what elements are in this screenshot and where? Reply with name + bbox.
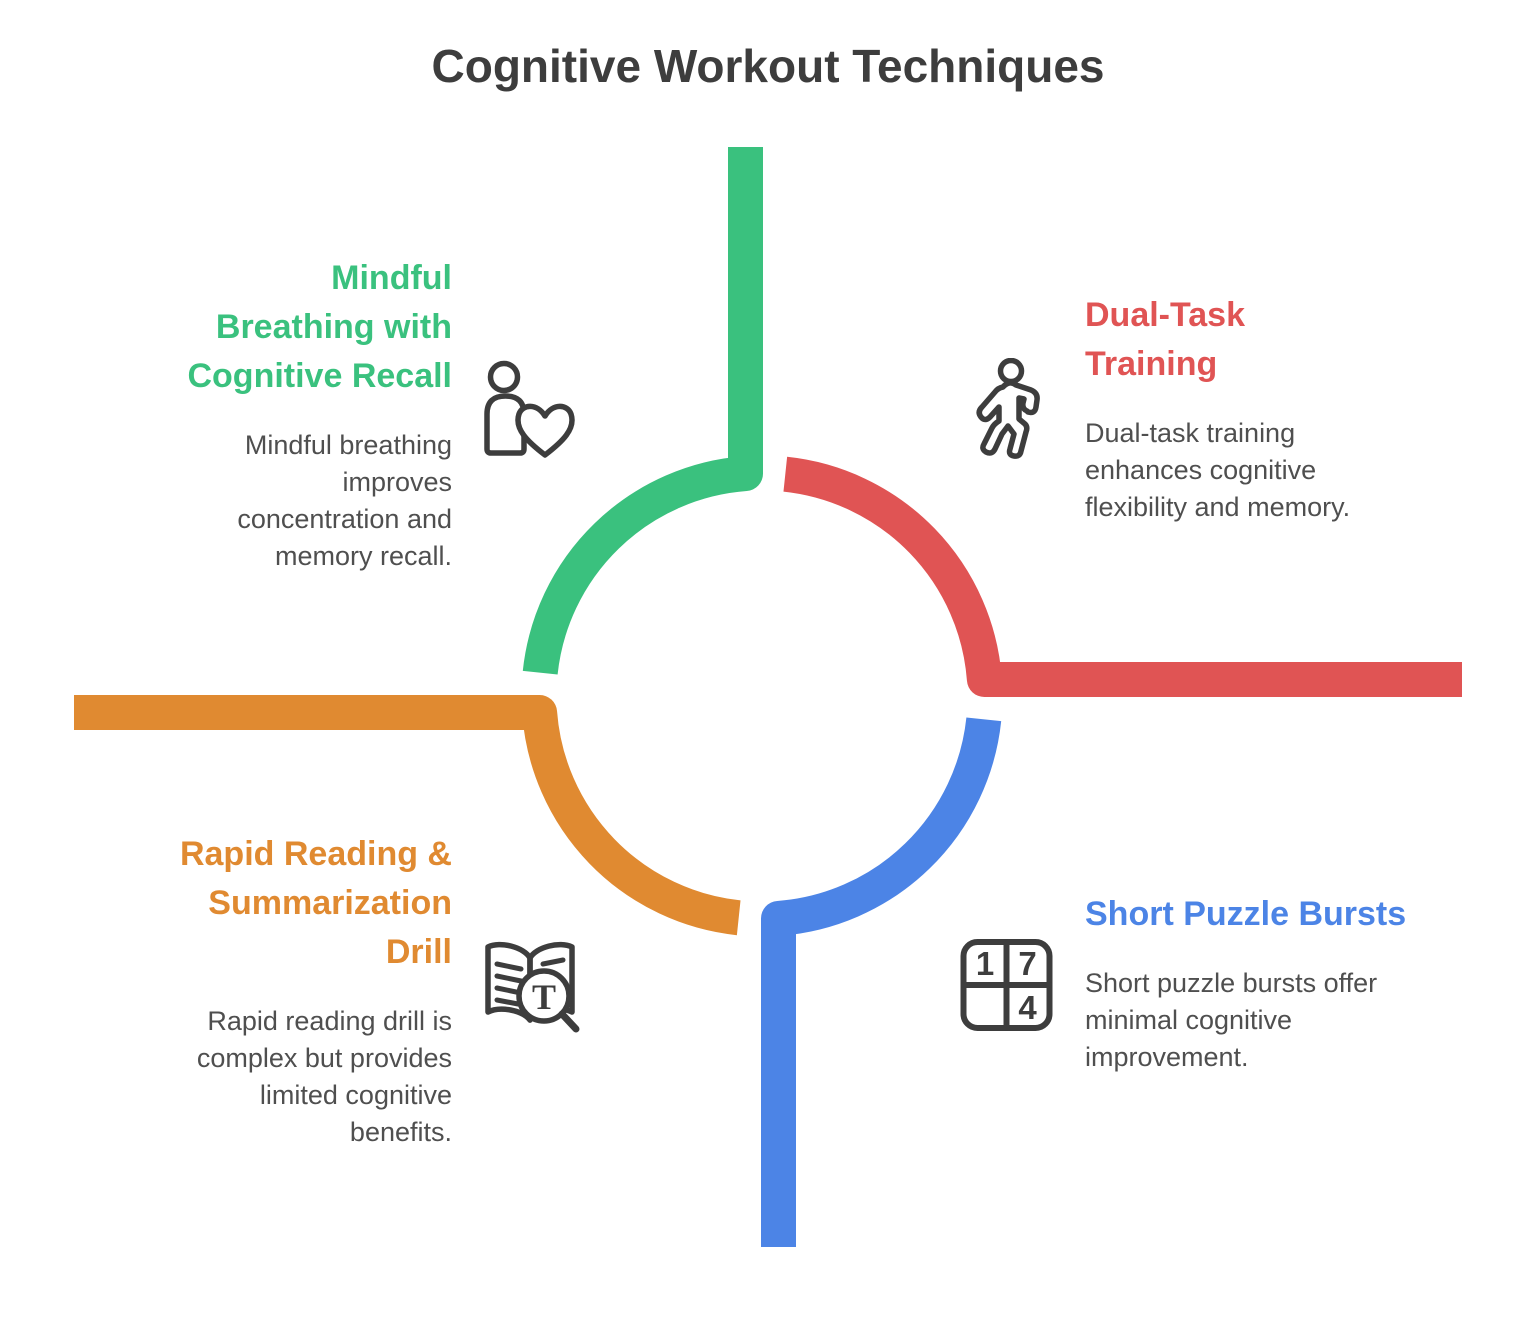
book-magnifier-icon: T	[485, 941, 580, 1033]
section-short-puzzle-bursts: Short Puzzle Bursts Short puzzle bursts …	[1085, 890, 1536, 1076]
pinwheel-arm-orange	[74, 695, 741, 936]
puzzle-number-4: 4	[1018, 989, 1037, 1026]
puzzle-number-7: 7	[1018, 945, 1036, 982]
magnifier-lens	[516, 968, 572, 1024]
walker-body	[976, 380, 1040, 459]
section-heading: Dual-Task Training	[1085, 296, 1245, 383]
person-heart-icon	[484, 360, 575, 458]
page-title: Cognitive Workout Techniques	[431, 39, 1105, 92]
walker-head	[997, 358, 1025, 385]
section-heading: Mindful Breathing with Cognitive Recall	[187, 259, 452, 395]
magnifier-letter: T	[532, 977, 556, 1017]
section-mindful-breathing: Mindful Breathing with Cognitive Recall …	[22, 254, 452, 575]
section-heading: Rapid Reading & Summarization Drill	[179, 835, 452, 971]
section-heading: Short Puzzle Bursts	[1085, 895, 1407, 933]
person-head	[487, 360, 521, 394]
section-description: Short puzzle bursts offer minimal cognit…	[1085, 968, 1378, 1072]
section-rapid-reading: Rapid Reading & Summarization Drill Rapi…	[12, 830, 452, 1151]
puzzle-grid-icon: 1 7 4	[960, 939, 1053, 1031]
pinwheel-arm-green	[522, 147, 763, 675]
pinwheel-arm-blue	[761, 717, 1002, 1247]
section-description: Rapid reading drill is complex but provi…	[196, 1006, 452, 1147]
section-dual-task-training: Dual-Task Training Dual-task training en…	[1085, 291, 1525, 526]
magnifier-handle	[558, 1010, 580, 1033]
section-description: Mindful breathing improves concentration…	[237, 430, 452, 571]
section-description: Dual-task training enhances cognitive fl…	[1085, 418, 1351, 522]
book-left-page	[485, 941, 533, 1023]
walking-person-icon	[976, 358, 1040, 459]
heart-shape	[515, 403, 575, 458]
pinwheel-arm-red	[783, 456, 1462, 697]
puzzle-number-1: 1	[976, 945, 994, 982]
